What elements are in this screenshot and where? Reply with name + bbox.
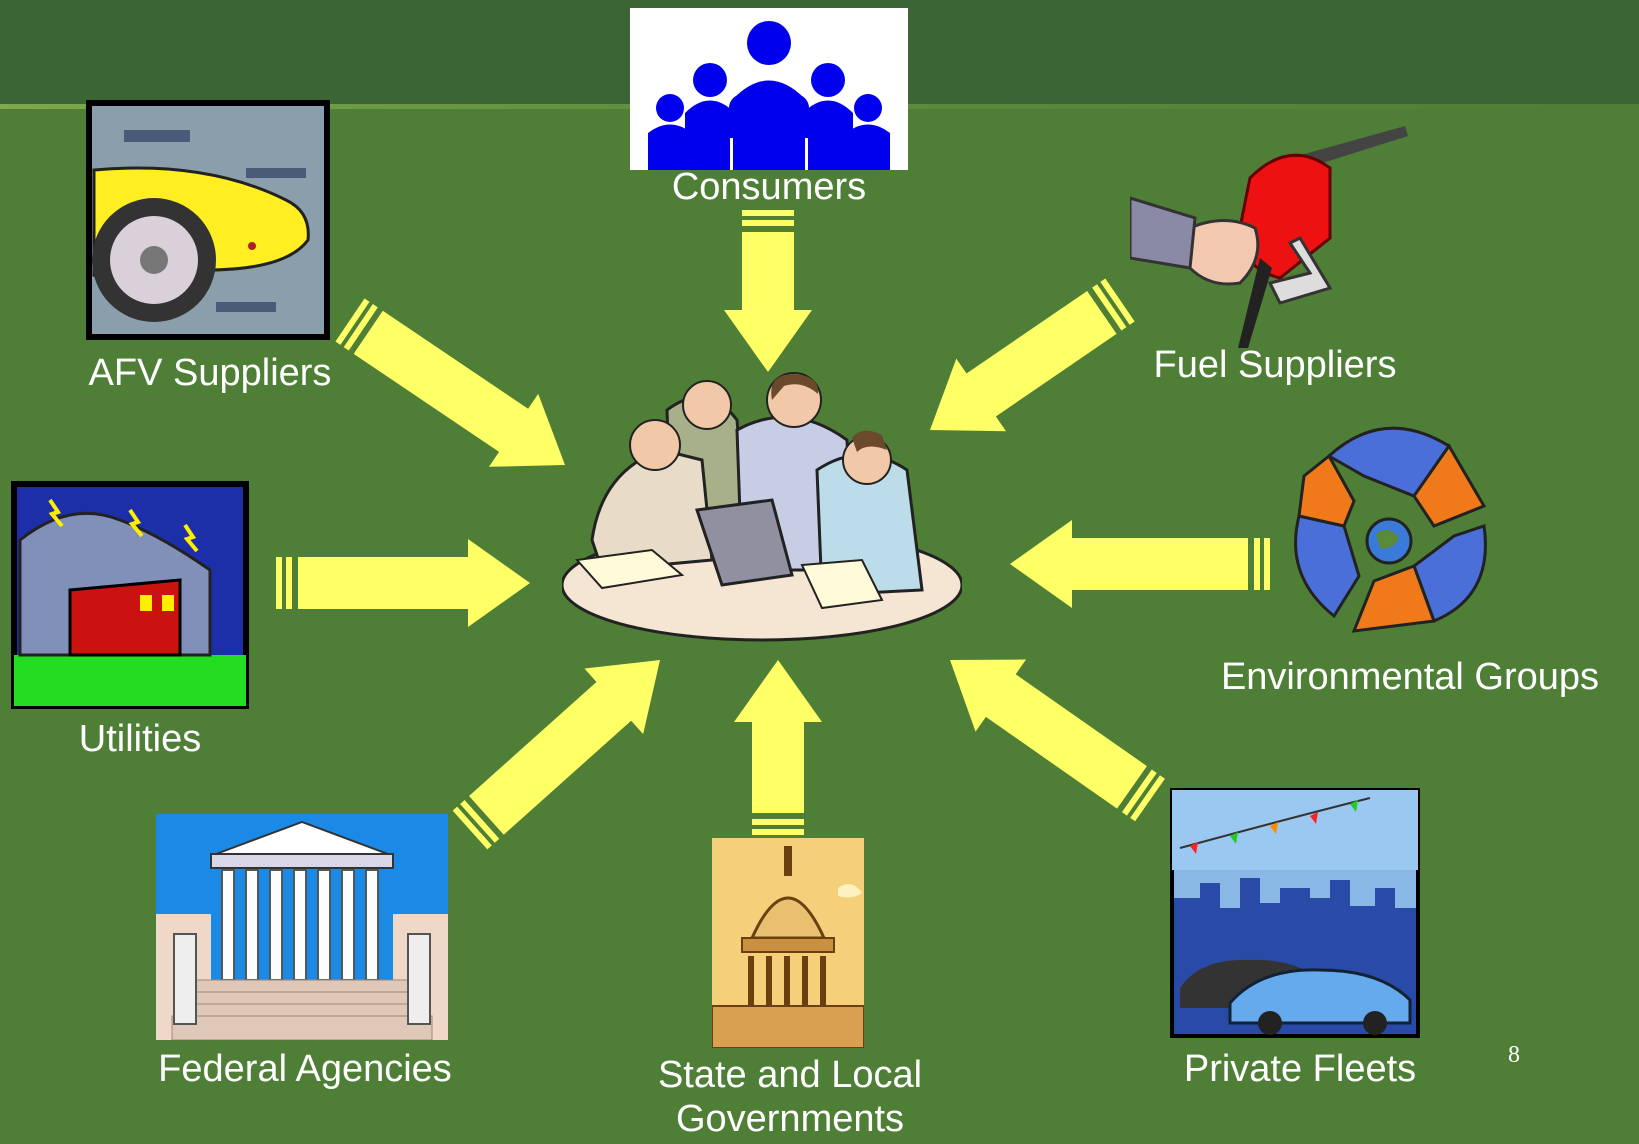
arrow-fuel-suppliers [930, 278, 1135, 432]
power-plant-icon [11, 481, 249, 709]
page-number: 8 [1508, 1042, 1520, 1068]
arrow-consumers [724, 210, 812, 372]
arrow-private-fleets [950, 659, 1165, 822]
state-local-label-line1: State and Local [657, 1054, 923, 1096]
consumers-label: Consumers [671, 166, 867, 208]
people-group-icon [630, 8, 908, 170]
utilities-label: Utilities [78, 718, 202, 760]
environmental-groups-label: Environmental Groups [1220, 656, 1600, 698]
fleet-cars-icon [1170, 788, 1420, 1038]
courthouse-icon [156, 814, 448, 1040]
car-icon [86, 100, 330, 340]
afv-suppliers-label: AFV Suppliers [88, 352, 332, 394]
capitol-icon [712, 838, 864, 1048]
business-meeting-icon [562, 372, 962, 642]
federal-agencies-label: Federal Agencies [158, 1048, 452, 1090]
arrow-environmental-groups [1010, 520, 1270, 608]
arrow-utilities [276, 539, 530, 627]
private-fleets-label: Private Fleets [1183, 1048, 1417, 1090]
state-local-label-line2: Governments [675, 1098, 905, 1140]
fuel-suppliers-label: Fuel Suppliers [1153, 344, 1397, 386]
arrow-state-local [734, 660, 822, 835]
arrow-afv-suppliers [335, 298, 565, 467]
fuel-nozzle-icon [1130, 126, 1408, 348]
arrow-federal-agencies [452, 660, 660, 850]
recycle-icon [1294, 426, 1487, 633]
